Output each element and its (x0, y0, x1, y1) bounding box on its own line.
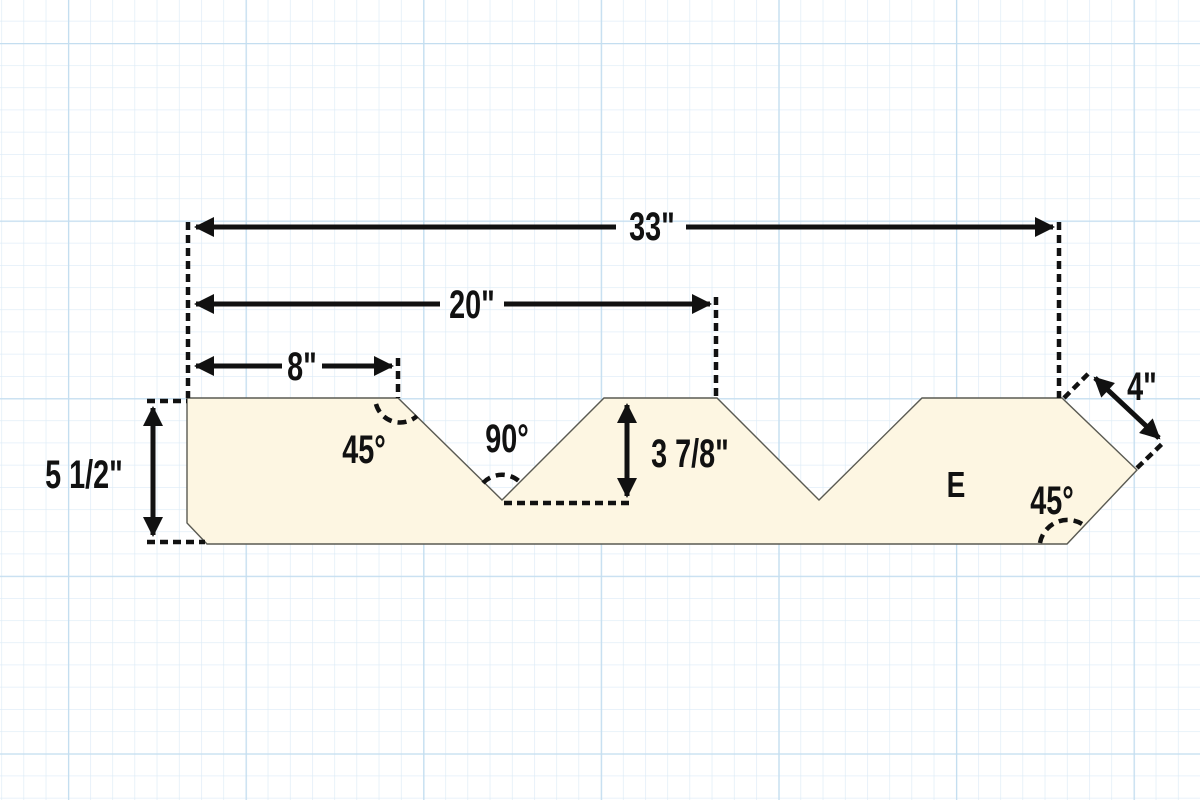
label-bevel-length: 4" (1127, 364, 1157, 409)
label-8in: 8" (287, 344, 317, 389)
label-angle-90: 90° (485, 416, 529, 461)
label-20in: 20" (449, 282, 495, 327)
angle-arc-45-end (1037, 517, 1087, 544)
extension-line-bevel-bottom (1135, 441, 1165, 470)
piece-label: E (947, 465, 966, 505)
angle-arcs (373, 403, 1087, 544)
label-33in: 33" (629, 204, 675, 249)
extension-lines (147, 222, 1165, 545)
label-angle-45-notch: 45° (342, 427, 386, 472)
label-notch-depth: 3 7/8" (651, 431, 729, 476)
label-angle-45-end: 45° (1030, 478, 1074, 523)
angle-arc-45-notch (373, 403, 419, 425)
extension-line-bevel-top (1062, 370, 1092, 400)
board-piece (186, 397, 1138, 545)
dimension-labels: 33" 20" 8" 5 1/2" 3 7/8" 4" 45° 90° 45° … (45, 204, 1157, 523)
angle-arc-90-vertex (481, 472, 523, 485)
dim-arrow-bevel (1093, 376, 1161, 440)
dimension-arrows (143, 217, 1161, 537)
label-height: 5 1/2" (45, 452, 123, 497)
